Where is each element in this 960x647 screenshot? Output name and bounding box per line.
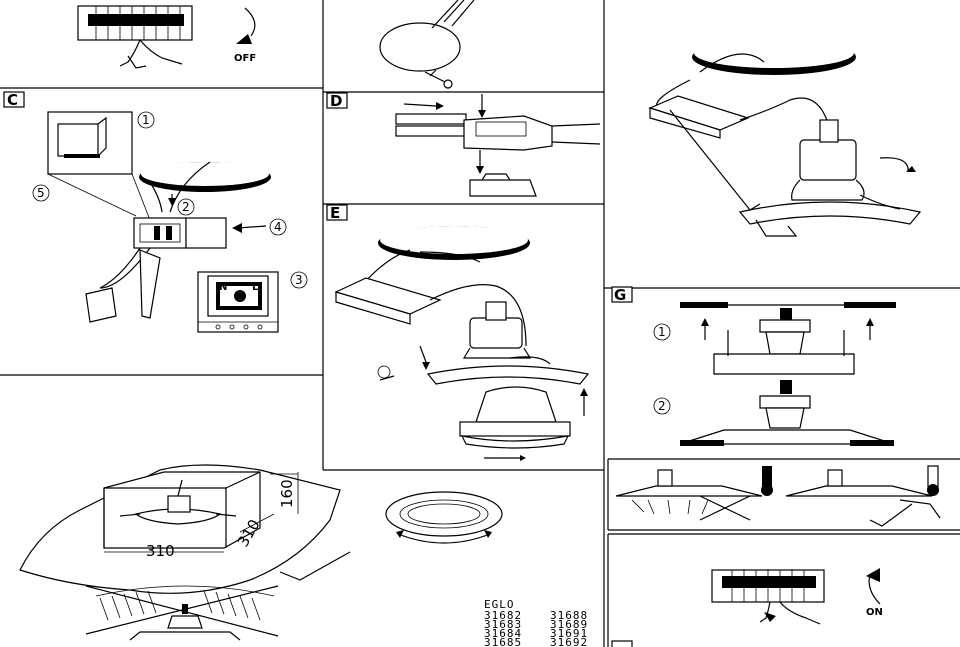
model-number: 31692: [550, 636, 588, 647]
panel-d: D: [326, 92, 601, 197]
model-number: 31684: [484, 627, 522, 640]
panel-c-step-2: 2: [182, 200, 190, 214]
warning-illustration: [615, 465, 941, 527]
model-number: 31689: [550, 618, 588, 631]
panel-d-label: D: [330, 92, 342, 110]
panel-c-step-5: 5: [37, 186, 45, 200]
panel-c-step-1: 1: [142, 113, 150, 127]
breaker-on-illustration: [611, 568, 881, 647]
model-number: 31682: [484, 609, 522, 622]
panel-c-step-3: 3: [295, 273, 303, 287]
panel-g: G 1 2: [611, 286, 896, 446]
on-label: ON: [866, 607, 883, 618]
panel-g-step-2: 2: [658, 399, 666, 413]
ceiling-hole-illustration: [379, 0, 475, 89]
terminal-l: L: [252, 282, 259, 293]
model-number: 31693: [550, 645, 588, 647]
off-label: OFF: [234, 53, 256, 64]
model-number: 31686: [484, 645, 522, 647]
panel-c: C N L 1 2 3: [3, 91, 308, 333]
panel-e-label: E: [330, 204, 340, 222]
panel-c-step-4: 4: [274, 220, 282, 234]
fixture-insert-illustration: [648, 38, 922, 237]
panel-g-label: G: [614, 286, 626, 304]
panel-f: [19, 464, 503, 641]
model-number: 31685: [484, 636, 522, 647]
model-number: 31691: [550, 627, 588, 640]
model-number: 31683: [484, 618, 522, 631]
terminal-n: N: [219, 282, 227, 293]
model-number-list: 31682 31683 31684 31685 31686 31688 3168…: [484, 609, 588, 647]
breaker-off-illustration: [77, 5, 256, 69]
dimension-height: 160: [278, 479, 296, 508]
dimension-width: 310: [146, 542, 175, 560]
panel-e: E: [326, 204, 590, 461]
model-number: 31688: [550, 609, 588, 622]
panel-c-label: C: [7, 91, 18, 109]
panel-g-step-1: 1: [658, 325, 666, 339]
brand-name: EGLO: [484, 598, 515, 611]
